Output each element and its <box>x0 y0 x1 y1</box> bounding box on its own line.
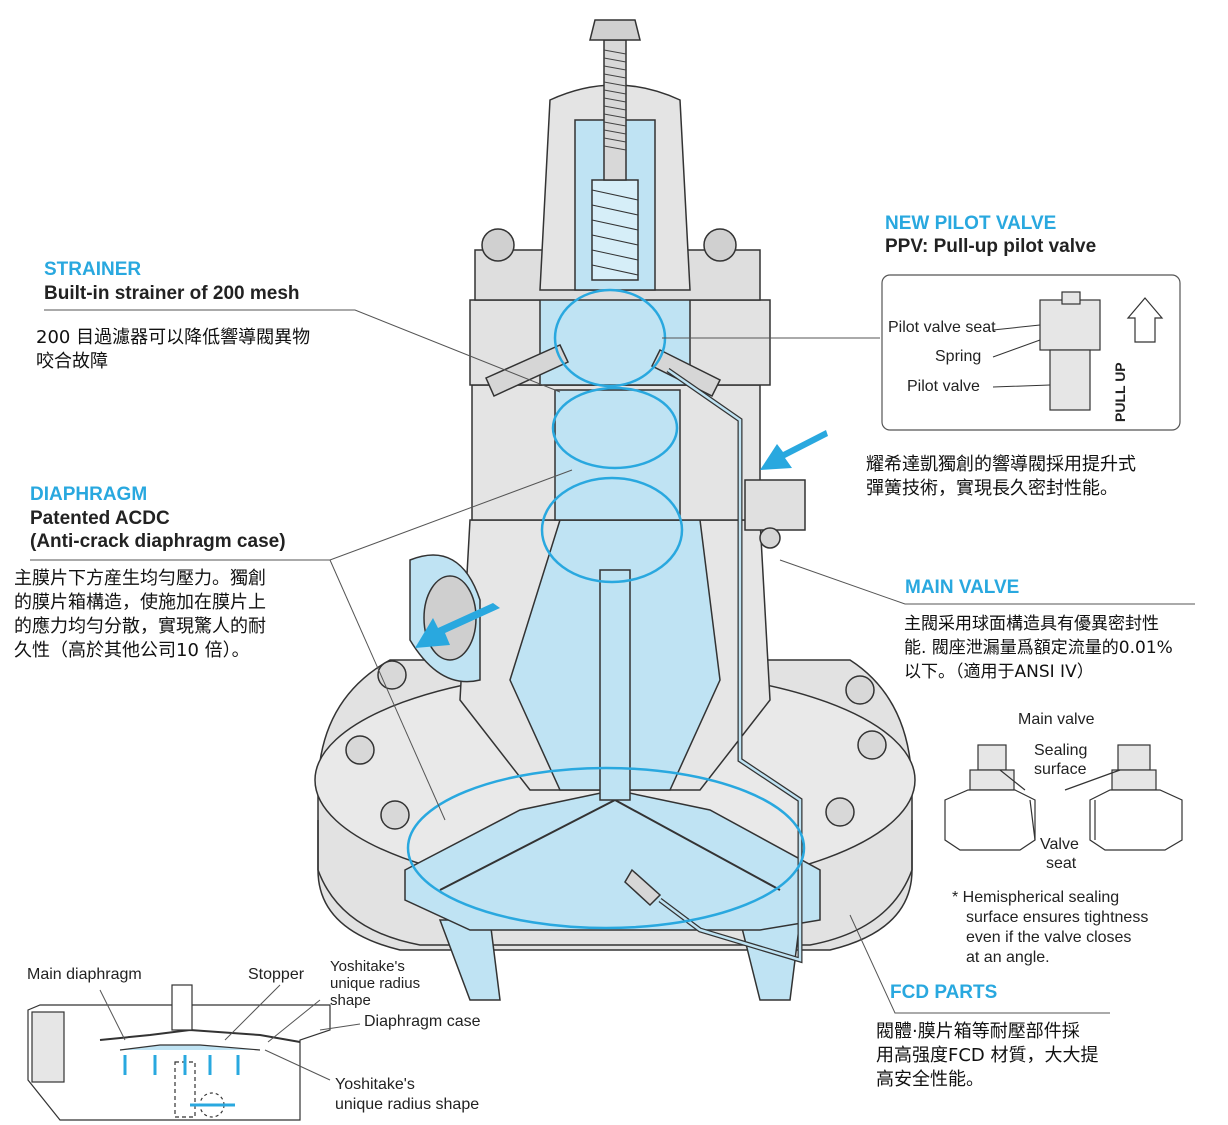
strainer-title: STRAINER <box>44 259 142 280</box>
pilot-seat-label: Pilot valve seat <box>888 319 996 336</box>
main-valve-desc-line-1: 主閥采用球面構造具有優異密封性 <box>904 614 1159 634</box>
pilot-inset-box <box>881 274 1181 431</box>
legs <box>438 919 801 1001</box>
note-line-4: at an angle. <box>966 949 1050 966</box>
flow-arrows <box>415 430 828 648</box>
radius-shape-label: Yoshitake's unique radius shape <box>330 958 420 1009</box>
pilot-subtitle: PPV: Pull-up pilot valve <box>885 236 1097 257</box>
pilot-title: NEW PILOT VALVE <box>885 213 1057 234</box>
main-body <box>409 519 771 801</box>
pilot-valve-label: Pilot valve <box>907 378 980 395</box>
radius-line-3: shape <box>330 992 371 1009</box>
main-valve-desc: 主閥采用球面構造具有優異密封性 能. 閥座泄漏量爲額定流量的0.01% 以下。（… <box>904 612 1173 684</box>
diaphragm-desc-line-4: 久性（高於其他公司10 倍）。 <box>14 640 250 661</box>
fcd-desc-line-3: 高安全性能。 <box>876 1069 984 1090</box>
main-valve-desc-line-3: 以下。（適用于ANSI IV） <box>904 662 1094 682</box>
main-valve-label: Main valve <box>1018 711 1095 728</box>
fcd-desc: 閥體·膜片箱等耐壓部件採 用高强度FCD 材質，大大提 高安全性能。 <box>876 1020 1099 1092</box>
diaphragm-desc-line-2: 的膜片箱構造，使施加在膜片上 <box>14 592 266 613</box>
pilot-desc-line-1: 耀希達凱獨創的響導閥採用提升式 <box>866 454 1136 475</box>
diaphragm-subtitle-1: Patented ACDC <box>30 508 170 529</box>
radius-line-1: Yoshitake's <box>330 958 405 975</box>
stopper-label: Stopper <box>248 966 305 983</box>
note-line-1: * Hemispherical sealing <box>952 889 1120 906</box>
main-valve-seat-drawing <box>944 744 1183 851</box>
fittings <box>485 344 806 907</box>
seat-label: seat <box>1046 855 1077 872</box>
diaphragm-section <box>404 789 821 931</box>
note-line-2: surface ensures tightness <box>966 909 1149 926</box>
fcd-desc-line-2: 用高强度FCD 材質，大大提 <box>876 1045 1099 1066</box>
radius-line-2: unique radius <box>330 975 421 992</box>
pilot-spring-label: Spring <box>935 348 982 365</box>
strainer-desc-line-2: 咬合故障 <box>36 351 108 372</box>
radius2-line-2: unique radius shape <box>335 1096 480 1113</box>
strainer-desc-line-1: 200 目過濾器可以降低響導閥異物 <box>36 327 311 348</box>
main-valve-note: * Hemispherical sealing surface ensures … <box>952 888 1148 968</box>
strainer-desc: 200 目過濾器可以降低響導閥異物 咬合故障 <box>36 326 310 374</box>
diaphragm-title: DIAPHRAGM <box>30 484 148 505</box>
sealing-label: Sealing <box>1034 742 1088 759</box>
diaphragm-case-label: Diaphragm case <box>364 1013 481 1030</box>
diaphragm-desc: 主膜片下方産生均勻壓力。獨創 的膜片箱構造，使施加在膜片上 的應力均勻分散，實現… <box>14 567 266 663</box>
diaphragm-inset-drawing <box>27 984 361 1121</box>
diaphragm-desc-line-3: 的應力均勻分散，實現驚人的耐 <box>14 616 266 637</box>
leader-lines <box>30 309 1195 1014</box>
pull-up-label: PULL UP <box>1112 362 1128 422</box>
note-line-3: even if the valve closes <box>966 929 1132 946</box>
main-valve-title: MAIN VALVE <box>905 577 1020 598</box>
radius2-line-1: Yoshitake's <box>335 1076 415 1093</box>
fcd-desc-line-1: 閥體·膜片箱等耐壓部件採 <box>876 1021 1080 1042</box>
bonnet <box>539 19 691 291</box>
pilot-desc-line-2: 彈簧技術，實現長久密封性能。 <box>866 478 1118 499</box>
diaphragm-desc-line-1: 主膜片下方産生均勻壓力。獨創 <box>14 568 266 589</box>
diaphragm-subtitle-2: (Anti-crack diaphragm case) <box>30 531 286 552</box>
surface-label: surface <box>1034 761 1087 778</box>
strainer-subtitle: Built-in strainer of 200 mesh <box>44 283 300 304</box>
main-valve-desc-line-2: 能. 閥座泄漏量爲額定流量的0.01% <box>904 638 1173 658</box>
radius-shape-label-2: Yoshitake's unique radius shape <box>335 1075 479 1115</box>
valve-label: Valve <box>1040 836 1079 853</box>
main-diaphragm-label: Main diaphragm <box>27 966 142 983</box>
pilot-desc: 耀希達凱獨創的響導閥採用提升式 彈簧技術，實現長久密封性能。 <box>866 453 1136 501</box>
fcd-title: FCD PARTS <box>890 982 998 1003</box>
